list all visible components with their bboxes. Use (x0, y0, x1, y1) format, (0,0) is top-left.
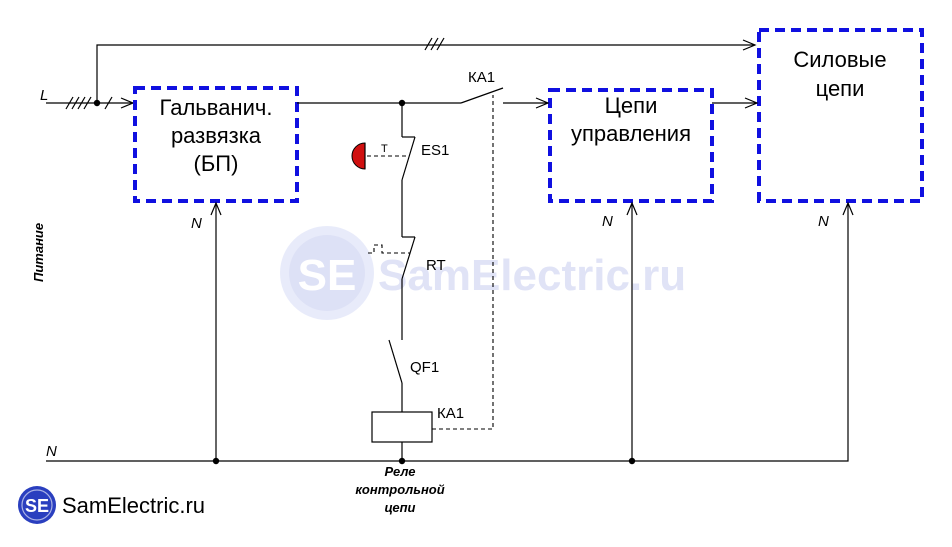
ka1-contact-label: КА1 (468, 69, 495, 86)
control-line-2: управления (571, 121, 691, 146)
corner-watermark: SE SamElectric.ru (18, 486, 205, 524)
isolation-block (133, 86, 299, 203)
relay-caption-2: контрольной (355, 482, 444, 497)
arrow-neutral-control (626, 201, 638, 216)
watermark-logo-inner (289, 235, 365, 311)
thermal-relay-rt (368, 236, 416, 280)
watermark-logo-letters: SE (298, 251, 357, 300)
corner-logo-icon (18, 486, 56, 524)
neutral-isolation-label: N (191, 215, 202, 232)
estop-label: ES1 (421, 142, 449, 159)
power-line-1: Силовые (793, 47, 886, 72)
control-line-1: Цепи (605, 93, 658, 118)
ka1-mechanical-link (432, 95, 494, 430)
neutral-main-label: N (46, 443, 57, 460)
estop-es1: T (351, 136, 416, 195)
neutral-control-label: N (602, 213, 613, 230)
breaker-label: QF1 (410, 359, 439, 376)
arrow-neutral-power (842, 201, 854, 216)
estop-mark: T (381, 143, 388, 155)
arrow-to-power-top (742, 39, 757, 51)
thermal-relay-label: RT (426, 257, 446, 274)
arrow-neutral-isolation (210, 201, 222, 216)
junction-phase (93, 99, 101, 107)
junction-neutral-isolation (212, 457, 220, 465)
isolation-line-1: Гальванич. (160, 95, 273, 120)
corner-logo-letters: SE (25, 496, 49, 516)
center-watermark: SE SamElectric.ru (280, 226, 686, 320)
estop-mushroom-icon (351, 142, 366, 170)
relay-caption-3: цепи (384, 500, 415, 515)
phase-slash-marks (65, 96, 113, 110)
ka1-contact-blade (460, 87, 504, 104)
neutral-bus (46, 203, 849, 462)
power-line-2: цепи (816, 76, 865, 101)
isolation-line-2: развязка (171, 123, 262, 148)
power-bypass-wire (96, 44, 755, 103)
junction-neutral-coil (398, 457, 406, 465)
bus-slash-marks-top (424, 37, 445, 51)
supply-label: Питание (31, 223, 46, 282)
junction-neutral-control (628, 457, 636, 465)
ka1-coil (371, 411, 433, 443)
power-block (757, 28, 924, 203)
relay-caption-1: Реле (384, 464, 415, 479)
arrow-to-control (535, 97, 550, 109)
watermark-center-text: SamElectric.ru (378, 251, 686, 300)
arrow-to-power (744, 97, 759, 109)
corner-watermark-text: SamElectric.ru (62, 493, 205, 518)
control-block (548, 88, 714, 203)
breaker-qf1 (388, 339, 403, 412)
neutral-power-label: N (818, 213, 829, 230)
ka1-coil-label: КА1 (437, 405, 464, 422)
isolation-line-3: (БП) (194, 151, 239, 176)
phase-label: L (40, 87, 48, 104)
